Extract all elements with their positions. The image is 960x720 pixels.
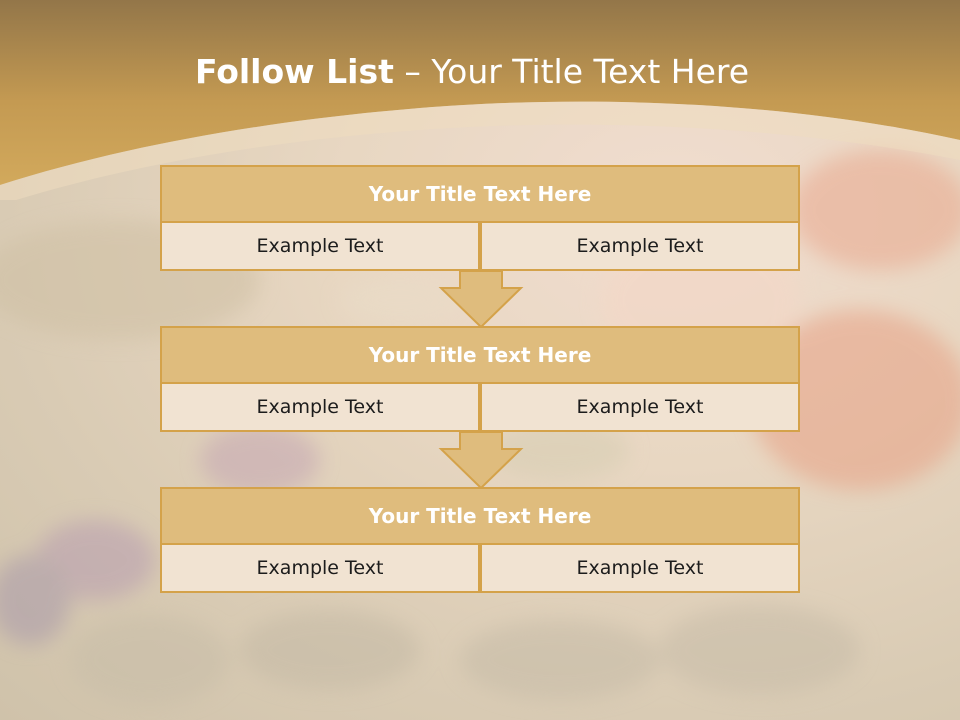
step-title: Your Title Text Here [160, 487, 800, 545]
step-right-text: Example Text [480, 543, 800, 593]
down-arrow-icon [438, 270, 524, 329]
step-title: Your Title Text Here [160, 326, 800, 384]
down-arrow-icon [438, 431, 524, 490]
step-block-1: Your Title Text Here Example Text Exampl… [160, 165, 800, 271]
step-left-text: Example Text [160, 543, 480, 593]
step-title: Your Title Text Here [160, 165, 800, 223]
step-block-2: Your Title Text Here Example Text Exampl… [160, 326, 800, 432]
step-block-3: Your Title Text Here Example Text Exampl… [160, 487, 800, 593]
slide-title-rest: – Your Title Text Here [393, 52, 750, 91]
step-left-text: Example Text [160, 382, 480, 432]
step-right-text: Example Text [480, 382, 800, 432]
step-right-text: Example Text [480, 221, 800, 271]
step-left-text: Example Text [160, 221, 480, 271]
slide-title-bold: Follow List [194, 52, 394, 91]
header-band [0, 0, 960, 200]
slide-title: Follow List – Your Title Text Here [0, 52, 944, 91]
